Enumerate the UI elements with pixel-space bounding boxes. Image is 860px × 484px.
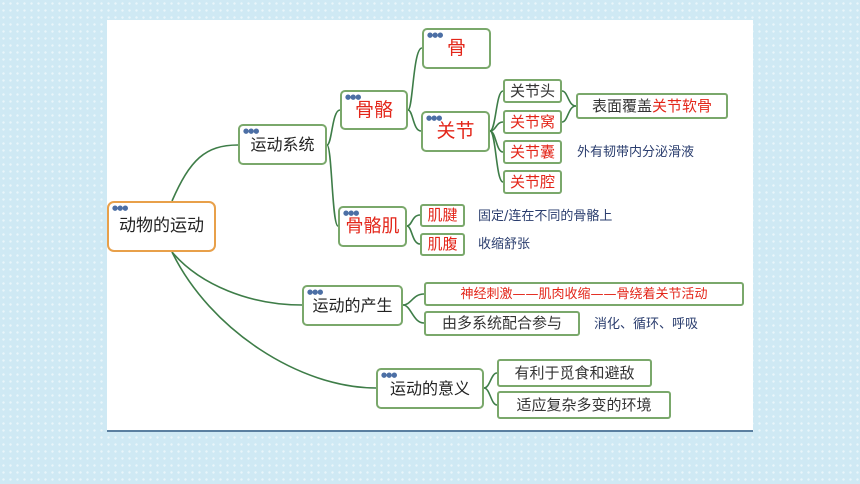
significance-node: ●●● 运动的意义 [376, 368, 484, 409]
cartilage-prefix: 表面覆盖 [591, 96, 652, 115]
belly-label: 肌腹 [427, 235, 458, 253]
capsule-note: 外有韧带内分泌滑液 [577, 145, 695, 160]
joint-label: 关节 [436, 120, 475, 142]
joint-capsule-label: 关节囊 [509, 142, 555, 161]
joint-cavity-label: 关节腔 [509, 172, 555, 191]
significance-label: 运动的意义 [389, 378, 470, 398]
dots-icon: ●●● [345, 93, 361, 101]
coordination-label: 由多系统配合参与 [441, 314, 562, 332]
significance-item2-label: 适应复杂多变的环境 [516, 395, 652, 414]
dots-icon: ●●● [343, 209, 359, 217]
system-label: 运动系统 [250, 134, 315, 154]
dots-icon: ●●● [112, 204, 128, 212]
joint-head-label: 关节头 [509, 81, 555, 100]
generation-node: ●●● 运动的产生 [302, 285, 403, 326]
significance-item1-node: 有利于觅食和避敌 [497, 359, 652, 387]
joint-socket-node: 关节窝 [503, 110, 562, 134]
bone-set-label: 骨骼 [354, 98, 393, 121]
muscle-label: 骨骼肌 [345, 215, 400, 237]
bone-label: 骨 [446, 37, 466, 59]
dots-icon: ●●● [426, 114, 442, 122]
coordination-note: 消化、循环、呼吸 [594, 317, 699, 332]
joint-socket-label: 关节窝 [509, 112, 555, 131]
tendon-note: 固定/连在不同的骨骼上 [478, 209, 613, 224]
root-node: ●●● 动物的运动 [107, 201, 216, 252]
bone-node: ●●● 骨 [422, 28, 491, 69]
chain-node: 神经刺激——肌肉收缩——骨绕着关节活动 [424, 282, 744, 306]
dots-icon: ●●● [381, 371, 397, 379]
tendon-node: 肌腱 [420, 204, 465, 227]
joint-node: ●●● 关节 [421, 111, 490, 152]
belly-node: 肌腹 [420, 233, 465, 256]
tendon-label: 肌腱 [427, 206, 458, 224]
cartilage-node: 表面覆盖关节软骨 [576, 93, 728, 119]
root-label: 动物的运动 [119, 216, 204, 236]
joint-cavity-node: 关节腔 [503, 170, 562, 194]
generation-label: 运动的产生 [312, 295, 393, 315]
significance-item1-label: 有利于觅食和避敌 [514, 363, 635, 382]
coordination-node: 由多系统配合参与 [424, 311, 580, 336]
dots-icon: ●●● [307, 288, 323, 296]
belly-note: 收缩舒张 [478, 237, 531, 252]
chain-label: 神经刺激——肌肉收缩——骨绕着关节活动 [460, 286, 708, 302]
system-node: ●●● 运动系统 [238, 124, 327, 165]
significance-item2-node: 适应复杂多变的环境 [497, 391, 671, 419]
muscle-node: ●●● 骨骼肌 [338, 206, 407, 247]
dots-icon: ●●● [427, 31, 443, 39]
dots-icon: ●●● [243, 127, 259, 135]
joint-head-node: 关节头 [503, 79, 562, 103]
cartilage-highlight: 关节软骨 [652, 96, 713, 115]
bone-set-node: ●●● 骨骼 [340, 90, 408, 130]
joint-capsule-node: 关节囊 [503, 140, 562, 164]
